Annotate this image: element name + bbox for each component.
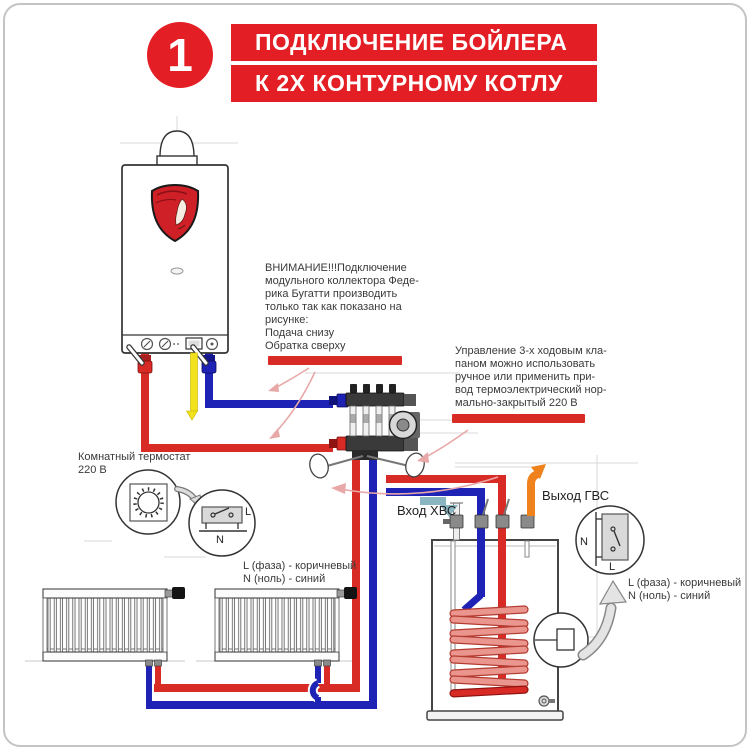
right-switch-L-label: L <box>609 561 616 573</box>
dhw-valve <box>520 514 535 529</box>
left-switch-L-label: L <box>245 506 252 518</box>
left-switch-N-label: N <box>216 534 224 546</box>
radiator-unions <box>145 659 331 667</box>
collector-manifold <box>309 384 425 479</box>
room-thermostat-label: Комнатный термостат 220 В <box>78 451 191 476</box>
tank-return-blue <box>386 488 485 597</box>
valve-handle-right <box>405 452 425 478</box>
temperature-sensor-circle <box>533 612 589 668</box>
valve-handle-left <box>309 453 329 479</box>
hot-water-outlet-label: Выход ГВС <box>542 488 610 503</box>
heating-coil <box>449 605 529 698</box>
tank-fittings <box>420 464 546 541</box>
supply-pipe-bar-top <box>268 356 402 365</box>
attention-note: ВНИМАНИЕ!!!Подключение модульного коллек… <box>265 262 419 352</box>
supply-pipe-bar-right <box>452 414 585 423</box>
dhw-stub <box>524 540 530 558</box>
radiator-1 <box>42 586 186 662</box>
hot-outlet-arrow-icon <box>531 464 546 479</box>
gas-arrow <box>185 410 199 421</box>
gas-boiler <box>121 130 229 354</box>
thermostat-switch-diagram <box>188 489 256 557</box>
page-title: ПОДКЛЮЧЕНИЕ БОЙЛЕРА <box>231 24 597 61</box>
tank-thermostat-switch-diagram <box>575 505 645 575</box>
wiring-legend-left: L (фаза) - коричневый N (ноль) - синий <box>243 560 357 585</box>
blue-line-valve <box>474 514 489 529</box>
annotation-arrows <box>268 367 499 495</box>
page-frame <box>3 3 747 747</box>
radiator-return-blue <box>146 450 377 709</box>
drain-valve-icon <box>538 695 555 707</box>
cold-water-inlet-label: Вход ХВС <box>397 503 457 518</box>
gas-pipe <box>190 352 198 412</box>
step-number-badge: 1 <box>147 22 213 88</box>
inspection-port <box>170 267 184 275</box>
tank-feed-red <box>386 475 506 684</box>
valve-control-note: Управление 3-х ходовым кла- паном можно … <box>455 345 607 409</box>
flue-dome <box>159 130 195 158</box>
control-panel <box>140 337 219 351</box>
radiator-supply-red <box>154 448 360 692</box>
red-line-valve <box>495 514 510 529</box>
boiler-connections <box>126 344 217 421</box>
boiler-return-pipe-red <box>141 350 333 452</box>
room-thermostat-icon <box>115 469 181 535</box>
brand-shield-logo <box>150 183 200 243</box>
radiator-2 <box>214 586 358 662</box>
sensor-to-switch-arrow <box>577 579 628 661</box>
storage-tank <box>386 475 564 721</box>
wiring-legend-right: L (фаза) - коричневый N (ноль) - синий <box>628 577 742 602</box>
right-switch-N-label: N <box>580 536 588 548</box>
cold-inlet-arrow-icon <box>420 497 446 505</box>
page-subtitle: К 2Х КОНТУРНОМУ КОТЛУ <box>231 65 597 102</box>
dhw-outlet-pipe <box>527 470 540 516</box>
